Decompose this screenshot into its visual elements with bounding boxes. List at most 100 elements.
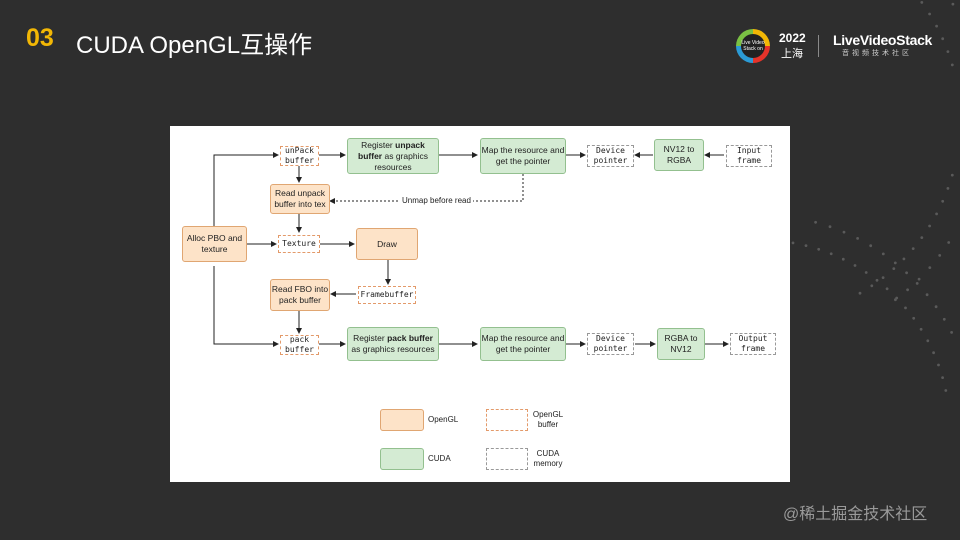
- event-year: 2022: [779, 31, 806, 45]
- node-device-pointer-top-label: Device pointer: [593, 146, 628, 165]
- node-unpack-buffer-label: unPack buffer: [285, 146, 314, 165]
- decorative-dot: [951, 2, 955, 6]
- decorative-dot: [895, 296, 899, 300]
- node-map-resource-bottom: Map the resource and get the pointer: [480, 327, 566, 361]
- decorative-dot: [944, 389, 948, 392]
- node-pack-buffer: pack buffer: [280, 335, 319, 355]
- register-unpack-text-pre: Register: [361, 139, 396, 150]
- decorative-dot: [928, 12, 931, 16]
- legend-opengl-buffer-text: OpenGL buffer: [532, 410, 564, 429]
- decorative-dot: [941, 37, 945, 41]
- decorative-dot: [841, 257, 845, 261]
- decorative-dot: [928, 266, 932, 269]
- brand-logo: LiveVideoStack: [833, 32, 933, 48]
- node-texture-label: Texture: [282, 239, 316, 248]
- logo-divider: [818, 35, 819, 57]
- decorative-dot: [905, 271, 908, 275]
- event-logo-badge-text: Live Video Stack on: [741, 34, 765, 58]
- decorative-dot: [935, 212, 938, 216]
- legend-opengl-buffer-label: OpenGL buffer: [526, 407, 570, 433]
- node-draw-label: Draw: [377, 238, 397, 249]
- node-register-pack-label: Register pack buffer as graphics resourc…: [348, 333, 438, 355]
- node-unpack-buffer: unPack buffer: [280, 146, 319, 166]
- legend-cuda-memory-swatch: [486, 448, 528, 470]
- node-rgba-to-nv12-label: RGBA to NV12: [664, 333, 698, 354]
- decorative-dot: [842, 230, 846, 234]
- node-alloc-pbo-label: Alloc PBO and texture: [186, 233, 243, 254]
- node-register-unpack-label: Register unpack buffer as graphics resou…: [348, 140, 438, 173]
- decorative-dot: [881, 252, 885, 256]
- node-draw: Draw: [356, 228, 418, 260]
- edge-alloc-trunk: [213, 152, 279, 232]
- slide-title: CUDA OpenGL互操作: [76, 32, 313, 59]
- decorative-dot: [817, 247, 821, 251]
- decorative-dot: [906, 288, 909, 292]
- decorative-dot: [881, 276, 885, 279]
- decorative-dot: [804, 244, 808, 248]
- register-pack-text-pre: Register: [353, 333, 388, 343]
- node-rgba-to-nv12: RGBA to NV12: [657, 328, 705, 360]
- node-device-pointer-top: Device pointer: [587, 145, 634, 167]
- node-texture: Texture: [278, 235, 320, 253]
- node-map-resource-top-label: Map the resource and get the pointer: [481, 145, 565, 166]
- node-nv12-to-rgba: NV12 to RGBA: [654, 139, 704, 171]
- decorative-dot: [902, 257, 906, 261]
- node-read-unpack-label: Read unpack buffer into tex: [274, 188, 326, 209]
- decorative-dot: [915, 282, 919, 285]
- diagram-connectors: [213, 152, 729, 347]
- decorative-dot: [917, 277, 921, 281]
- legend-cuda-memory-label: CUDA memory: [526, 446, 570, 472]
- node-framebuffer: Framebuffer: [358, 286, 416, 304]
- decorative-dot: [869, 244, 873, 248]
- register-unpack-text-bold: unpack buffer: [358, 139, 425, 161]
- decorative-dot: [885, 287, 889, 291]
- decorative-dot: [911, 247, 915, 251]
- node-read-unpack: Read unpack buffer into tex: [270, 184, 330, 214]
- decorative-dot: [870, 284, 874, 288]
- decorative-dot: [934, 305, 938, 309]
- decorative-dot: [928, 224, 931, 228]
- decorative-dot: [950, 331, 953, 334]
- decorative-dot: [875, 278, 879, 282]
- event-city: 上海: [781, 48, 803, 60]
- decorative-dot: [904, 306, 907, 310]
- watermark: @稀土掘金技术社区: [783, 506, 928, 523]
- decorative-dot: [947, 241, 951, 244]
- node-device-pointer-bottom: Device pointer: [587, 333, 634, 355]
- decorative-dot: [864, 271, 868, 274]
- decorative-dot: [946, 187, 950, 190]
- decorative-dot: [919, 327, 923, 331]
- decorative-dot: [893, 261, 897, 265]
- node-register-unpack: Register unpack buffer as graphics resou…: [347, 138, 439, 174]
- decorative-dot: [932, 351, 935, 355]
- legend-opengl-buffer-swatch: [486, 409, 528, 431]
- cuda-opengl-interop-diagram: Alloc PBO and texture unPack buffer Regi…: [170, 126, 790, 482]
- decorative-dot: [941, 199, 945, 203]
- node-register-pack: Register pack buffer as graphics resourc…: [347, 327, 439, 361]
- legend-cuda-swatch: [380, 448, 424, 470]
- decorative-dot: [828, 225, 832, 229]
- decorative-dot: [912, 316, 916, 320]
- legend-cuda-label: CUDA: [428, 454, 451, 463]
- decorative-dot: [946, 50, 950, 53]
- decorative-dot: [892, 267, 896, 270]
- decorative-dot: [814, 220, 817, 224]
- legend-cuda-memory-text: CUDA memory: [533, 449, 563, 468]
- node-read-fbo-label: Read FBO into pack buffer: [271, 284, 329, 305]
- decorative-dot: [925, 293, 929, 297]
- node-map-resource-bottom-label: Map the resource and get the pointer: [481, 333, 565, 354]
- node-input-frame-label: Input frame: [736, 146, 762, 165]
- node-read-fbo: Read FBO into pack buffer: [270, 279, 330, 311]
- node-framebuffer-label: Framebuffer: [360, 290, 414, 299]
- node-alloc-pbo: Alloc PBO and texture: [182, 226, 247, 262]
- decorative-dot: [937, 363, 940, 367]
- brand-subtitle: 音视频技术社区: [842, 50, 912, 57]
- decorative-dot: [829, 252, 833, 256]
- legend-opengl-label: OpenGL: [428, 415, 459, 424]
- decorative-dot: [950, 173, 954, 177]
- decorative-dot: [938, 254, 942, 257]
- node-output-frame-label: Output frame: [738, 334, 768, 353]
- edge-unmap-dashed: [329, 174, 524, 204]
- node-device-pointer-bottom-label: Device pointer: [593, 334, 628, 353]
